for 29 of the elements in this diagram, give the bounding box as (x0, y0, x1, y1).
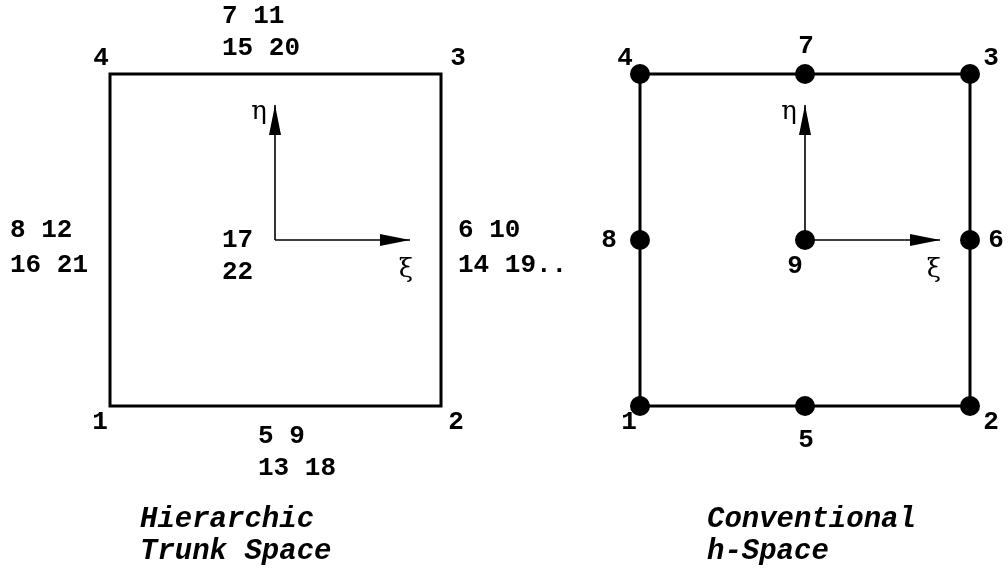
node-number: 15 20 (222, 34, 300, 62)
node-number: 4 (617, 44, 633, 72)
axis-label: ξ (398, 254, 414, 282)
caption: Conventional h-Space (707, 504, 917, 568)
node-number: 2 (983, 408, 999, 436)
node-number: 5 9 (258, 422, 305, 450)
axis-label: η (251, 96, 267, 124)
node-number: 3 (450, 44, 466, 72)
node-number: 8 12 (10, 216, 73, 244)
axis-label: ξ (926, 254, 942, 282)
node-number: 7 (798, 32, 814, 60)
node-number: 1 (621, 408, 637, 436)
node-number: 8 (601, 226, 617, 254)
node-number: 1 (92, 408, 108, 436)
node-number: 3 (983, 44, 999, 72)
caption: Hierarchic Trunk Space (140, 504, 333, 568)
node-number: 6 (988, 226, 1004, 254)
node-number: 6 10 (458, 216, 521, 244)
node-number: 16 21 (10, 251, 88, 279)
node-number: 7 11 (222, 2, 285, 30)
node-number: 13 18 (258, 454, 336, 482)
node-number: 17 (222, 226, 254, 254)
node-number: 14 19.. (458, 251, 568, 279)
node-number: 22 (222, 258, 254, 286)
axis-label: η (781, 96, 797, 124)
node-number: 2 (448, 408, 464, 436)
node-number: 5 (798, 426, 814, 454)
node-number: 9 (787, 252, 803, 280)
node-number: 4 (93, 44, 109, 72)
